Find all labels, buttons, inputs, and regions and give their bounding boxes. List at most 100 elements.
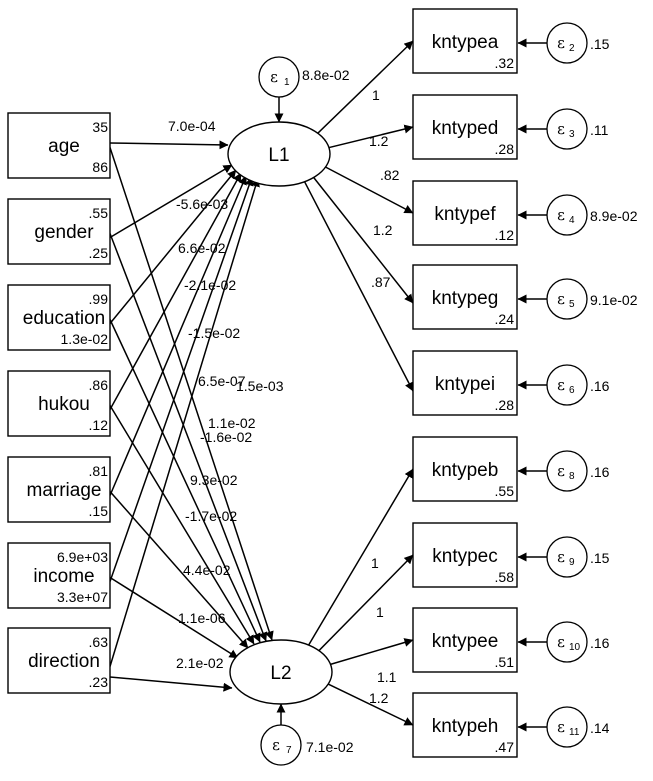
path-coef-income-L1: 6.5e-07 (198, 373, 246, 389)
indicator-error-value-kntypeg: 9.1e-02 (590, 292, 638, 308)
observed-label-marriage: marriage (27, 480, 102, 501)
path-arrow-hukou-to-L1 (109, 172, 242, 410)
indicator-label-kntypea: kntypea (432, 32, 499, 53)
path-coef-gender-L1: -5.6e-03 (176, 196, 228, 212)
indicator-intercept-kntypeb: .55 (495, 483, 515, 499)
indicator-error-index-kntypec: 9 (569, 557, 575, 568)
latent-ellipse-L2 (229, 639, 333, 705)
loading-arrow-kntypea (316, 40, 414, 135)
indicator-label-kntypeb: kntypeb (432, 460, 499, 481)
path-arrow-marriage-to-L1 (109, 175, 247, 496)
indicator-box-kntypeb (412, 436, 518, 502)
observed-label-income: income (33, 566, 94, 587)
observed-label-hukou: hukou (38, 394, 90, 415)
indicator-label-kntypef: kntypef (434, 204, 496, 225)
indicator-error-index-kntypef: 4 (569, 215, 575, 226)
indicator-error-symbol-kntyped: ε (557, 120, 565, 138)
observed-var-direction: .23 (89, 674, 109, 690)
loading-label-kntypef: .82 (380, 167, 400, 183)
indicator-error-circle-kntypeb (546, 450, 588, 492)
indicator-box-kntypec (412, 522, 518, 588)
indicator-intercept-kntypeg: .24 (495, 311, 515, 327)
indicator-error-circle-kntypef (546, 194, 588, 236)
path-coef-direction-L1: 1.5e-03 (236, 378, 284, 394)
observed-box-direction (7, 627, 111, 694)
path-arrow-direction-to-L1 (109, 177, 260, 667)
indicator-error-index-kntypeh: 11 (569, 727, 580, 738)
path-coef-education-L1: 6.6e-02 (178, 240, 226, 256)
observed-box-marriage (7, 456, 111, 523)
indicator-error-circle-kntypei (546, 364, 588, 406)
path-arrow-direction-to-L2 (109, 676, 233, 692)
observed-mean-gender: .55 (89, 205, 109, 221)
indicator-error-circle-kntypee (546, 621, 588, 663)
latent-error-circle-L1 (258, 56, 300, 98)
indicator-intercept-kntypeh: .47 (495, 739, 515, 755)
observed-box-education (7, 284, 111, 351)
loading-label-kntypeb: 1 (371, 555, 379, 571)
indicator-error-value-kntyped: .11 (590, 122, 609, 138)
indicator-error-index-kntyped: 3 (569, 129, 575, 140)
path-arrow-age-to-L2 (109, 147, 274, 641)
observed-var-marriage: .15 (89, 503, 109, 519)
observed-var-hukou: .12 (89, 417, 109, 433)
indicator-box-kntypeg (412, 264, 518, 330)
loading-arrow-kntypeh (327, 683, 414, 726)
observed-label-age: age (48, 136, 80, 157)
loading-label-kntypea: 1 (372, 87, 380, 103)
observed-var-gender: .25 (89, 245, 109, 261)
indicator-label-kntypec: kntypec (432, 546, 497, 567)
indicator-error-value-kntypea: .15 (590, 36, 610, 52)
indicator-box-kntyped (412, 94, 518, 160)
indicator-error-value-kntypee: .16 (590, 635, 610, 651)
loading-arrow-kntypee (329, 638, 414, 666)
observed-label-education: education (23, 308, 105, 329)
path-coef-income-L2: 1.1e-06 (178, 610, 226, 626)
indicator-error-value-kntypeb: .16 (590, 464, 610, 480)
latent-error-circle-L2 (260, 724, 302, 766)
loading-label-kntypeg: 1.2 (373, 222, 393, 238)
indicator-error-value-kntypec: .15 (590, 550, 610, 566)
indicator-error-symbol-kntypei: ε (557, 376, 565, 394)
loading-label-kntypeh: 1.2 (369, 690, 389, 706)
indicator-error-symbol-kntypee: ε (557, 633, 565, 651)
indicator-box-kntypei (412, 350, 518, 416)
observed-box-income (7, 542, 111, 609)
latent-label-L2: L2 (270, 663, 291, 684)
path-arrow-education-to-L1 (109, 169, 237, 324)
path-arrow-gender-to-L1 (109, 164, 233, 239)
observed-box-age (7, 112, 111, 179)
indicator-error-index-kntypeb: 8 (569, 471, 575, 482)
latent-ellipse-L1 (227, 121, 331, 187)
observed-box-hukou (7, 370, 111, 437)
observed-mean-education: .99 (89, 291, 109, 307)
observed-var-income: 3.3e+07 (57, 589, 108, 605)
observed-box-gender (7, 198, 111, 265)
path-arrow-income-to-L1 (109, 176, 254, 582)
indicator-error-symbol-kntypef: ε (557, 206, 565, 224)
path-arrow-age-to-L1 (109, 140, 229, 150)
loading-arrow-kntypef (324, 165, 414, 214)
indicator-error-index-kntypeg: 5 (569, 299, 575, 310)
indicator-error-index-kntypee: 10 (569, 642, 581, 653)
observed-label-gender: gender (34, 222, 94, 243)
indicator-error-circle-kntypec (546, 536, 588, 578)
indicator-label-kntypeg: kntypeg (432, 288, 499, 309)
latent-error-value-L2: 7.1e-02 (306, 739, 354, 755)
indicator-error-value-kntypei: .16 (590, 378, 610, 394)
indicator-error-circle-kntypeh (546, 706, 588, 748)
loading-arrow-kntypeg (312, 176, 414, 304)
path-arrow-income-to-L2 (109, 576, 239, 659)
loading-label-kntypei: .87 (371, 274, 391, 290)
indicator-error-circle-kntypeg (546, 278, 588, 320)
path-arrow-hukou-to-L2 (109, 405, 255, 645)
observed-mean-hukou: .86 (89, 377, 109, 393)
indicator-label-kntypee: kntypee (432, 631, 499, 652)
observed-label-direction: direction (28, 651, 100, 672)
indicator-label-kntypei: kntypei (435, 374, 495, 395)
observed-mean-age: 35 (92, 119, 108, 135)
indicator-intercept-kntyped: .28 (495, 141, 515, 157)
latent-error-index-L2: 7 (286, 745, 292, 756)
nodes-layer (7, 8, 588, 766)
